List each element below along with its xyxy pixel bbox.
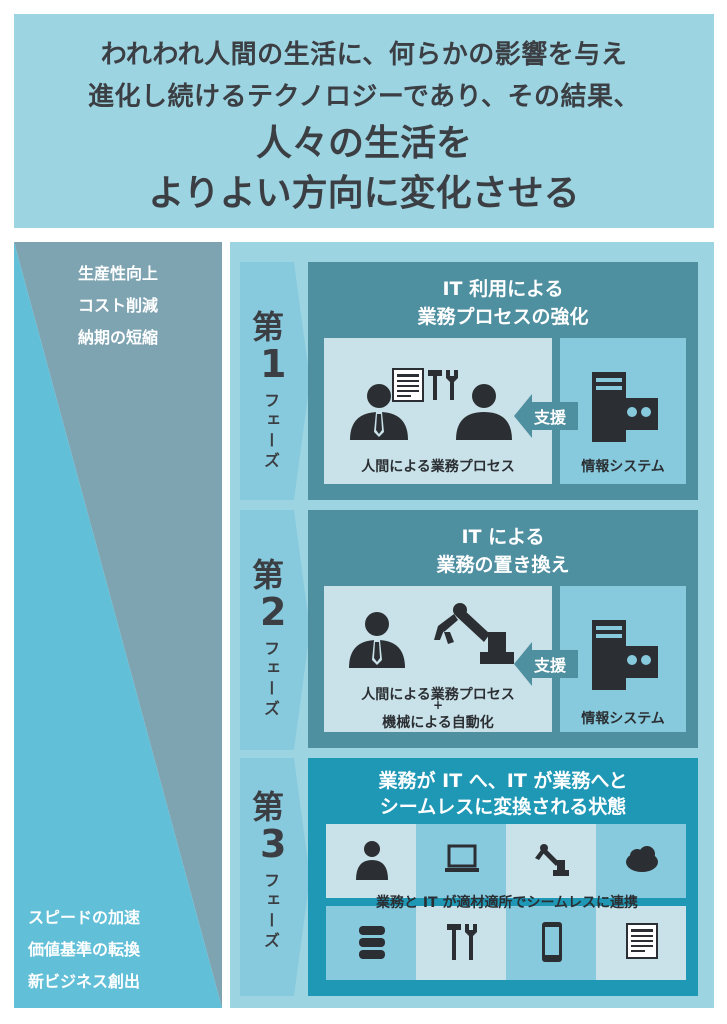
phase-3-center-label: 業務と IT が適材適所でシームレスに連携 (375, 895, 639, 911)
phase-2-arrow-shape (240, 510, 310, 750)
phase-2-left-label-2: 機械による自動化 (382, 715, 494, 731)
database-icon (359, 926, 385, 959)
phase-1-arrow-shape (240, 262, 310, 500)
phase-2-label: 第 2 フェーズ (240, 510, 310, 750)
phase-2-fe: フェーズ (261, 640, 280, 720)
benefit-cost: コスト削減 (78, 296, 159, 315)
sidebar-diagonal-graphic (14, 242, 222, 1008)
phase-1-human-box: 人間による業務プロセス (324, 338, 552, 484)
tools-icon (447, 924, 477, 960)
benefit-new-business: 新ビジネス創出 (28, 972, 141, 991)
document-icon (392, 368, 424, 402)
benefit-sidebar (14, 242, 222, 1008)
phase-1-support-arrow: 支援 (514, 394, 578, 438)
phase-2-panel: IT による 業務の置き換え 人間による業務プロセス + 機械による自動化 (308, 510, 698, 748)
server-icon (592, 620, 658, 690)
phase-3-fe: フェーズ (261, 872, 280, 952)
phase-1-support-label: 支援 (534, 408, 567, 427)
phase-1-panel: IT 利用による 業務プロセスの強化 人間による業務プロセス (308, 262, 698, 500)
phase-1-fe: フェーズ (261, 392, 280, 472)
grid-cell-person (326, 824, 416, 898)
grid-cell-smartphone (506, 906, 596, 980)
header-line-2: 進化し続けるテクノロジーであり、その結果、 (87, 82, 641, 112)
header-line-4: よりよい方向に変化させる (148, 173, 580, 214)
person-icon (356, 841, 388, 880)
server-icon (592, 372, 658, 442)
grid-cell-document (596, 906, 686, 980)
phase-3-title-2: シームレスに変換される状態 (379, 796, 627, 818)
phase-2-left-label-1: 人間による業務プロセス (361, 687, 515, 703)
phase-1-label: 第 1 フェーズ (240, 262, 310, 500)
robot-arm-icon (434, 603, 514, 664)
document-icon (626, 923, 658, 959)
phase-3-number: 3 (260, 822, 287, 866)
grid-cell-cloud (596, 824, 686, 898)
grid-cell-tools (416, 906, 506, 980)
benefit-speed: スピードの加速 (28, 908, 141, 927)
phase-1-number: 1 (260, 342, 287, 386)
phase-1-title-2: 業務プロセスの強化 (417, 306, 589, 328)
robot-arm-icon (535, 844, 569, 876)
phase-3-panel: 業務が IT へ、IT が業務へと シームレスに変換される状態 (308, 758, 698, 996)
phase-2-support-label: 支援 (534, 656, 567, 675)
sidebar-bottom-benefits: スピードの加速 価値基準の転換 新ビジネス創出 (28, 902, 140, 998)
benefit-delivery: 納期の短縮 (78, 328, 159, 347)
phase-3-title-1: 業務が IT へ、IT が業務へと (378, 770, 628, 792)
benefit-value: 価値基準の転換 (28, 940, 141, 959)
phase-2-dai: 第 (252, 556, 285, 594)
benefit-productivity: 生産性向上 (78, 264, 159, 283)
phase-1-right-label: 情報システム (581, 459, 665, 475)
phase-3-arrow-shape (240, 758, 310, 996)
laptop-icon (445, 844, 479, 872)
phase-2-right-label: 情報システム (581, 711, 665, 727)
phase-3-label: 第 3 フェーズ (240, 758, 310, 996)
sidebar-top-benefits: 生産性向上 コスト削減 納期の短縮 (78, 258, 158, 354)
phase-1-system-box: 情報システム (560, 338, 686, 484)
phase-2-plus: + (432, 698, 444, 712)
smartphone-icon (542, 922, 562, 962)
tools-icon (428, 370, 458, 400)
phase-1-title-1: IT 利用による (442, 278, 564, 300)
person-icon (350, 384, 408, 440)
person-icon (456, 384, 512, 440)
phase-2-title-2: 業務の置き換え (436, 554, 570, 576)
phase-3-dai: 第 (252, 788, 285, 826)
header-line-1: われわれ人間の生活に、何らかの影響を与え (100, 40, 628, 70)
grid-cell-robot (506, 824, 596, 898)
phase-2-number: 2 (260, 590, 287, 634)
phase-2-human-box: 人間による業務プロセス + 機械による自動化 (324, 586, 552, 732)
phase-2-title-1: IT による (461, 526, 545, 548)
header-banner: われわれ人間の生活に、何らかの影響を与え 進化し続けるテクノロジーであり、その結… (14, 14, 714, 228)
header-line-3: 人々の生活を (255, 123, 472, 164)
phase-2-system-box: 情報システム (560, 586, 686, 732)
phase-1-dai: 第 (252, 308, 285, 346)
grid-cell-laptop (416, 824, 506, 898)
cloud-icon (626, 846, 658, 872)
phase-1-left-label: 人間による業務プロセス (361, 459, 515, 475)
grid-cell-database (326, 906, 416, 980)
person-icon (349, 612, 405, 668)
phase-3-icon-grid: 業務と IT が適材適所でシームレスに連携 (326, 824, 688, 980)
phase-2-support-arrow: 支援 (514, 642, 578, 686)
